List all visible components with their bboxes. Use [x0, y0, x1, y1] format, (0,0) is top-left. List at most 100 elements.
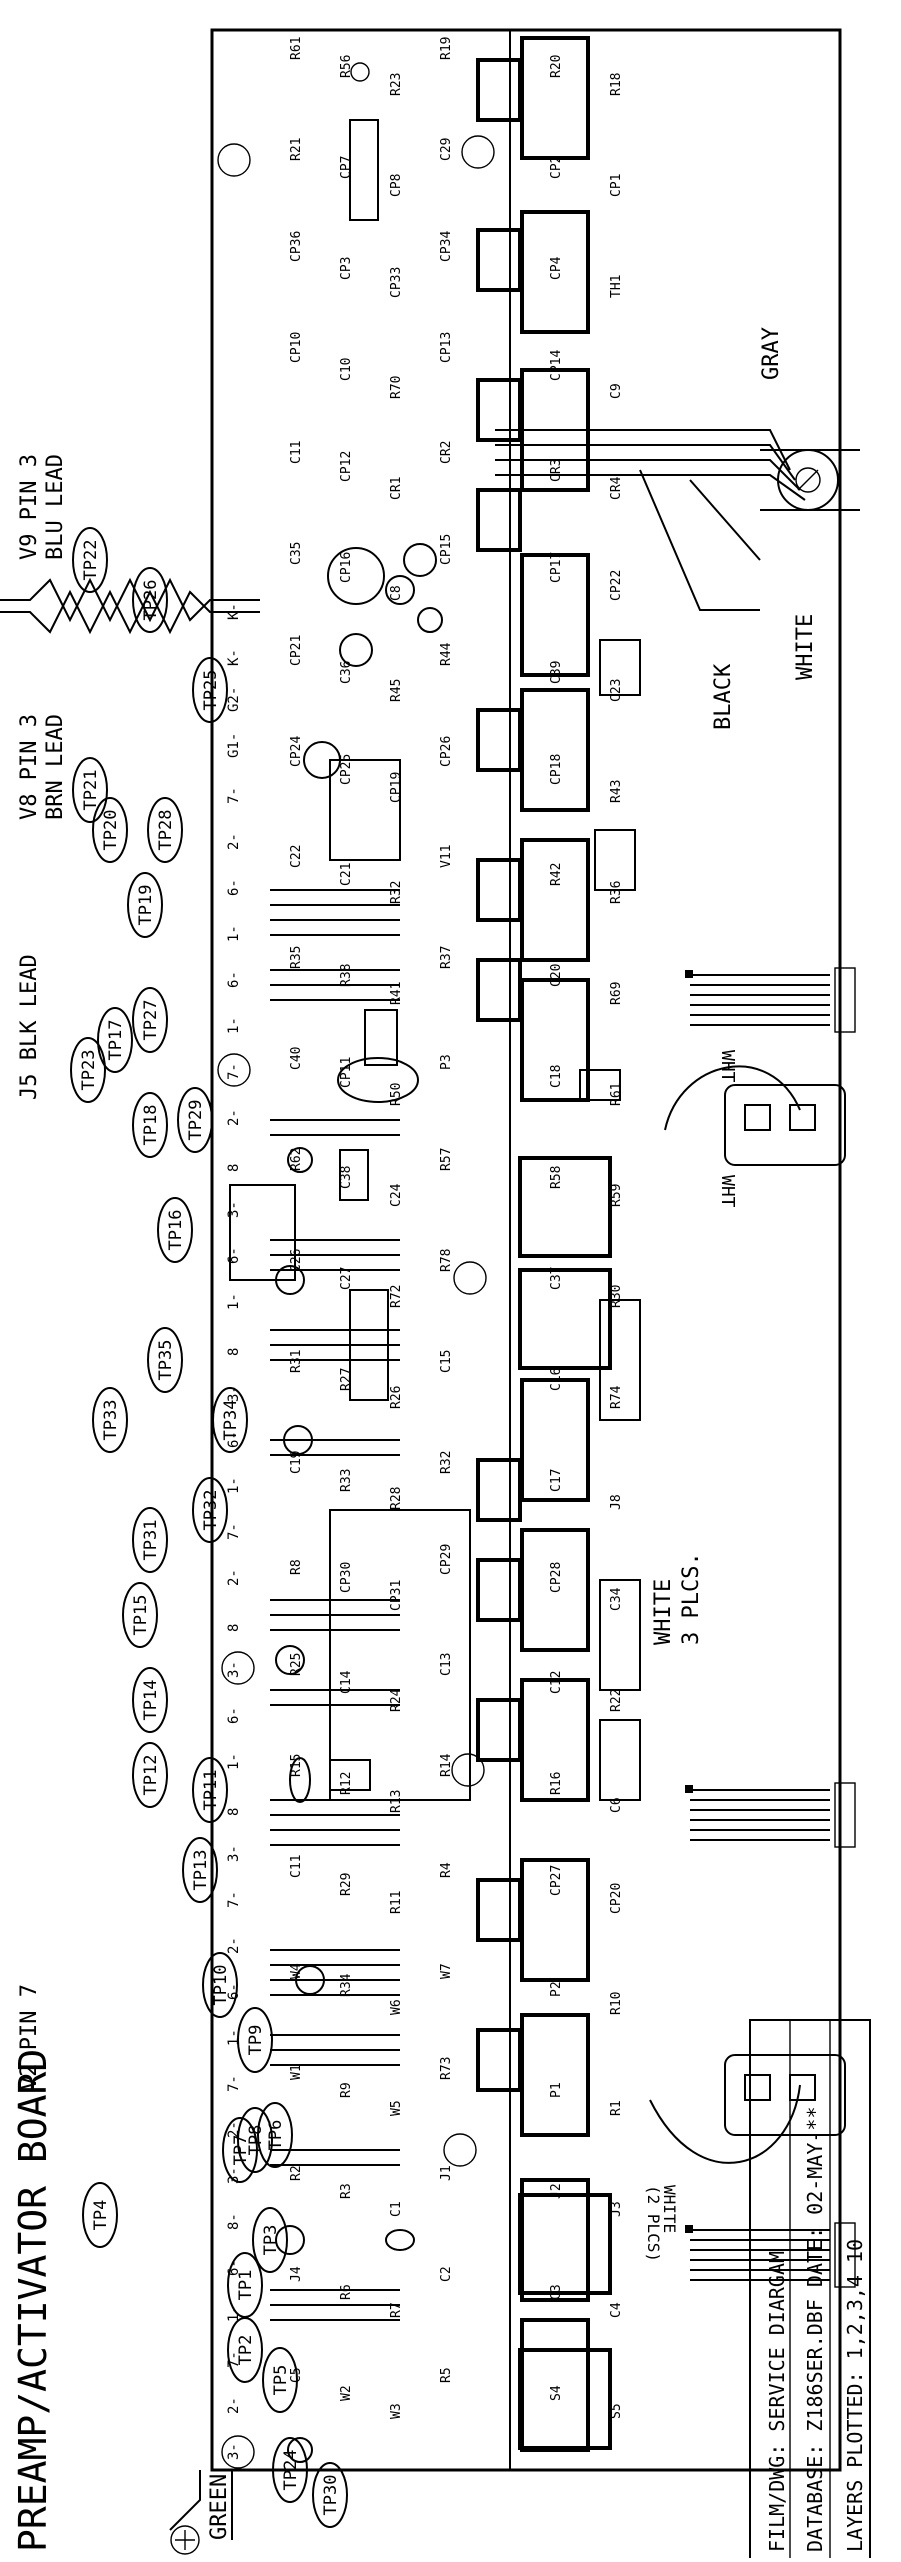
test-point-bubble	[192, 1477, 228, 1543]
pin-number-label: 6-	[226, 2259, 242, 2276]
component-ref-cr2: CR2	[439, 441, 454, 464]
test-point-tp17: TP17	[97, 1007, 133, 1073]
test-point-tp20: TP20	[92, 797, 128, 863]
test-point-tp13: TP13	[182, 1837, 218, 1903]
component-ref-r69: R69	[609, 982, 624, 1005]
component-ref-cr1: CR1	[389, 477, 404, 500]
green-lead	[169, 2470, 233, 2555]
test-point-label: TP13	[191, 1850, 211, 1891]
component-ref-c12: C12	[549, 1671, 564, 1694]
test-point-label: TP32	[201, 1490, 221, 1531]
test-point-bubble	[312, 2462, 348, 2528]
test-point-label: TP29	[186, 1100, 206, 1141]
component-ref-c10: C10	[339, 358, 354, 381]
test-point-tp16: TP16	[157, 1197, 193, 1263]
test-point-label: TP4	[91, 2200, 111, 2231]
component-ref-c11: C11	[289, 441, 304, 464]
component-ref-c40: C40	[289, 1047, 304, 1070]
test-point-tp32: TP32	[192, 1477, 228, 1543]
component-ref-r35: R35	[289, 946, 304, 969]
test-point-bubble	[262, 2347, 298, 2413]
component-ref-c36: C36	[339, 661, 354, 684]
component-ref-c5: C5	[289, 2367, 304, 2383]
component-ref-p2: P2	[549, 1981, 564, 1997]
test-point-label: TP20	[101, 810, 121, 851]
component-ref-cp26: CP26	[439, 736, 454, 767]
component-ref-c39: C39	[549, 661, 564, 684]
component-ref-j2: J2	[549, 2183, 564, 2199]
test-point-bubble	[127, 872, 163, 938]
mounting-hole	[350, 62, 370, 82]
pin-number-label: 3-	[226, 2443, 242, 2460]
pin-number-label: 1-	[226, 1753, 242, 1770]
component-ref-r10: R10	[609, 1992, 624, 2015]
lead-v9-pin: V9 PIN 3	[17, 454, 42, 560]
test-point-label: TP1	[236, 2270, 256, 2301]
component-ref-c14: C14	[339, 1670, 354, 1694]
component-ref-r45: R45	[389, 679, 404, 702]
pin-number-label: 1-	[226, 1293, 242, 1310]
component-ref-r23: R23	[389, 73, 404, 96]
pin-number-label: 1-	[226, 925, 242, 942]
component-ref-c8: C8	[389, 585, 404, 601]
twisted-pair	[0, 577, 260, 635]
component-ref-r15: R15	[289, 1754, 304, 1777]
component-ref-r8: R8	[289, 1559, 304, 1575]
component-ref-r61: R61	[289, 37, 304, 60]
component-ref-c11: C11	[289, 1855, 304, 1878]
component-ref-r5: R5	[439, 2367, 454, 2383]
component-ref-cp19: CP19	[389, 772, 404, 803]
test-point-bubble	[132, 1742, 168, 1808]
component-ref-r14: R14	[439, 1753, 454, 1777]
component-ref-r57: R57	[439, 1148, 454, 1171]
component-ref-r44: R44	[439, 642, 454, 666]
component-ref-cp25: CP25	[339, 754, 354, 785]
component-ref-c17: C17	[549, 1469, 564, 1492]
test-point-bubble	[157, 1197, 193, 1263]
component-ref-r32: R32	[439, 1451, 454, 1474]
pin-number-label: 8-	[226, 2213, 242, 2230]
component-ref-r37: R37	[439, 946, 454, 969]
component-ref-cp27: CP27	[549, 1865, 564, 1896]
component-ref-r41: R41	[389, 982, 404, 1005]
component-ref-p3: P3	[439, 1054, 454, 1070]
test-point-bubble	[222, 2117, 258, 2183]
test-point-label: TP34	[221, 1400, 241, 1441]
test-point-tp30: TP30	[312, 2462, 348, 2528]
component-ref-c9: C9	[609, 383, 624, 399]
component-ref-r20: R20	[549, 55, 564, 78]
test-point-bubble	[132, 1667, 168, 1733]
component-ref-c24: C24	[389, 1183, 404, 1207]
test-point-bubble	[92, 797, 128, 863]
test-point-bubble	[272, 2437, 308, 2503]
component-ref-w2: W2	[339, 2385, 354, 2401]
component-ref-c19: C19	[289, 1451, 304, 1474]
component-ref-c20: C20	[549, 964, 564, 987]
wire-black: BLACK	[711, 663, 736, 730]
lead-j5: J5 BLK LEAD	[17, 954, 42, 1100]
component-ref-c3: C3	[549, 2284, 564, 2300]
component-ref-r25: R25	[289, 1653, 304, 1676]
component-ref-w1: W1	[289, 2064, 304, 2080]
wire-green: GREEN	[207, 2474, 232, 2540]
lead-v2: V2 PIN 7	[17, 1984, 42, 2090]
component-ref-c37: C37	[549, 1267, 564, 1290]
test-point-bubble	[72, 757, 108, 823]
component-ref-r62: R62	[289, 1148, 304, 1171]
lead-v8-color: BRN LEAD	[43, 714, 68, 820]
component-ref-cp22: CP22	[609, 570, 624, 601]
pin-number-label: 2-	[226, 1569, 242, 1586]
pin-number-label: 2-	[226, 2397, 242, 2414]
pin-number-label: 7-	[226, 787, 242, 804]
pin-number-label: G2-	[226, 687, 242, 712]
test-point-label: TP30	[321, 2475, 341, 2516]
test-point-bubble	[237, 2107, 273, 2173]
test-point-bubble	[70, 1037, 106, 1103]
test-point-bubble	[192, 657, 228, 723]
lead-v9-color: BLU LEAD	[43, 454, 68, 560]
test-point-tp26: TP26	[132, 567, 168, 633]
test-point-tp7: TP7	[222, 2117, 258, 2183]
component-ref-c29: C29	[439, 138, 454, 161]
